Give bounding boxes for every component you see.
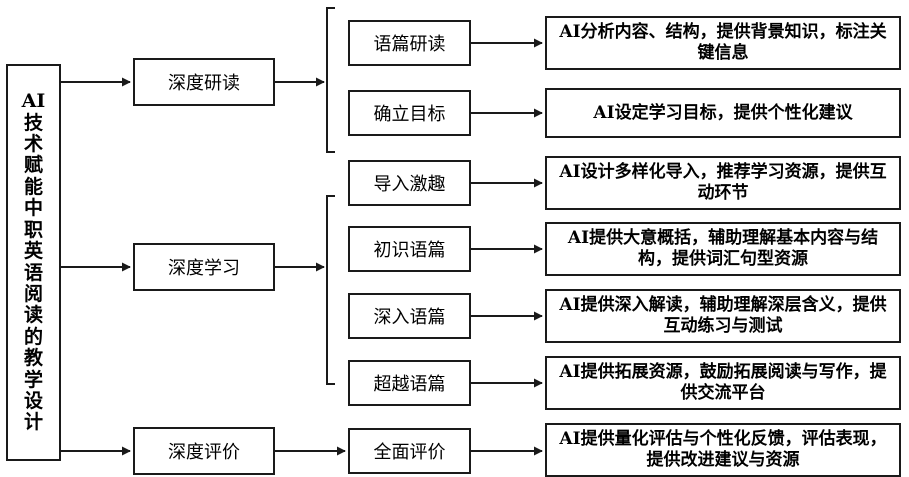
step-description-6: AI提供拓展资源，鼓励拓展阅读与写作，提供交流平台 (545, 356, 901, 410)
stage-box-deep-learning: 深度学习 (133, 243, 275, 291)
bracket-stage-2 (326, 195, 335, 385)
step-box-7: 全面评价 (348, 428, 471, 474)
step-description-7: AI提供量化评估与个性化反馈，评估表现，提供改进建议与资源 (545, 423, 901, 477)
step-description-2: AI设定学习目标，提供个性化建议 (545, 88, 901, 138)
bracket-stage-1 (326, 7, 335, 153)
step-box-6: 超越语篇 (348, 360, 471, 406)
step-description-3: AI设计多样化导入，推荐学习资源，提供互动环节 (545, 156, 901, 210)
step-box-5: 深入语篇 (348, 293, 471, 339)
step-box-2: 确立目标 (348, 90, 471, 136)
step-box-4: 初识语篇 (348, 226, 471, 272)
stage-box-deep-evaluation: 深度评价 (133, 427, 275, 475)
step-description-5: AI提供深入解读，辅助理解深层含义，提供互动练习与测试 (545, 289, 901, 343)
stage-box-deep-reading: 深度研读 (133, 58, 275, 106)
step-box-3: 导入激趣 (348, 160, 471, 206)
step-description-4: AI提供大意概括，辅助理解基本内容与结构，提供词汇句型资源 (545, 222, 901, 276)
step-description-1: AI分析内容、结构，提供背景知识，标注关键信息 (545, 16, 901, 70)
step-box-1: 语篇研读 (348, 20, 471, 66)
root-topic-box: AI 技 术 赋 能 中 职 英 语 阅 读 的 教 学 设 计 (6, 64, 61, 461)
